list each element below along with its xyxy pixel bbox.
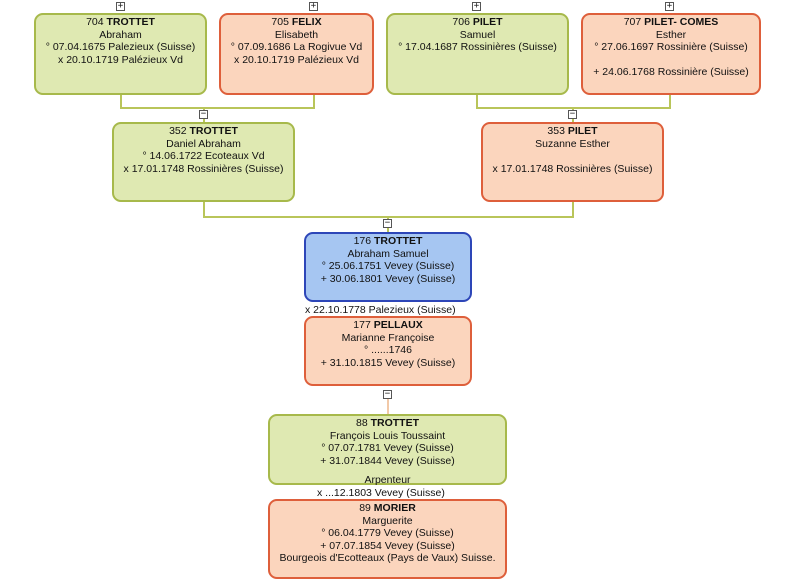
person-card-706[interactable]: 706 PILET Samuel ° 17.04.1687 Rossinière… xyxy=(386,13,569,95)
person-given-name: Abraham xyxy=(99,28,142,41)
marriage-line: x 17.01.1748 Rossinières (Suisse) xyxy=(123,162,284,175)
birth-line: ° 25.06.1751 Vevey (Suisse) xyxy=(321,260,455,272)
birth-line: ° 27.06.1697 Rossinière (Suisse) xyxy=(594,41,748,53)
person-number: 177 xyxy=(353,319,371,331)
death-line: + 30.06.1801 Vevey (Suisse) xyxy=(320,272,456,285)
birth-line: ° 06.04.1779 Vevey (Suisse) xyxy=(321,527,454,539)
person-card-704[interactable]: 704 TROTTET Abraham ° 07.04.1675 Palezie… xyxy=(34,13,207,95)
collapse-toggle-button[interactable]: − xyxy=(383,218,392,228)
blank-line xyxy=(583,54,759,67)
connector-line xyxy=(476,94,478,109)
person-given-name: Samuel xyxy=(459,28,496,41)
person-number: 88 xyxy=(355,417,368,429)
connector-line xyxy=(387,399,389,415)
person-surname: TROTTET xyxy=(189,125,238,137)
death-line: + 07.07.1854 Vevey (Suisse) xyxy=(320,539,455,552)
person-given-name: Marianne Françoise xyxy=(341,331,435,344)
collapse-toggle-button[interactable]: − xyxy=(199,109,208,119)
person-given-name: Esther xyxy=(655,28,687,41)
blank-line xyxy=(388,54,567,67)
death-line: + 24.06.1768 Rossinière (Suisse) xyxy=(593,66,749,78)
connector-line xyxy=(120,107,315,109)
expand-toggle-button[interactable]: + xyxy=(472,1,481,11)
person-card-705[interactable]: 705 FELIX Elisabeth ° 07.09.1686 La Rogi… xyxy=(219,13,374,95)
person-surname: PILET xyxy=(472,16,503,28)
person-number: 352 xyxy=(169,125,187,137)
person-surname: TROTTET xyxy=(106,16,155,28)
marriage-line: x 20.10.1719 Palézieux Vd xyxy=(234,53,359,66)
person-surname: PILET xyxy=(567,125,598,137)
death-line: + 31.10.1815 Vevey (Suisse) xyxy=(320,356,456,369)
occupation-text: Arpenteur xyxy=(364,474,411,486)
person-given-name: Daniel Abraham xyxy=(166,137,241,150)
connector-line xyxy=(203,200,205,218)
person-card-352[interactable]: 352 TROTTET Daniel Abraham ° 14.06.1722 … xyxy=(112,122,295,202)
person-given-name: Suzanne Esther xyxy=(535,137,610,150)
person-number: 353 xyxy=(547,125,565,137)
birth-line: ° 14.06.1722 Ecoteaux Vd xyxy=(142,150,265,162)
marriage-text: x 22.10.1778 Palezieux (Suisse) xyxy=(305,304,456,316)
expand-toggle-button[interactable]: + xyxy=(665,1,674,11)
connector-line xyxy=(669,94,671,109)
person-card-88[interactable]: 88 TROTTET François Louis Toussaint ° 07… xyxy=(268,414,507,485)
birth-line: ° 07.04.1675 Palezieux (Suisse) xyxy=(45,41,196,53)
expand-toggle-button[interactable]: + xyxy=(309,1,318,11)
person-card-707[interactable]: 707 PILET- COMES Esther ° 27.06.1697 Ros… xyxy=(581,13,761,95)
person-given-name: François Louis Toussaint xyxy=(329,429,446,442)
blank-line xyxy=(483,150,662,163)
person-card-89[interactable]: 89 MORIER Marguerite ° 06.04.1779 Vevey … xyxy=(268,499,507,579)
birth-line: ° 07.07.1781 Vevey (Suisse) xyxy=(321,442,454,454)
person-number: 176 xyxy=(353,235,372,247)
birth-line: ° ......1746 xyxy=(364,344,412,356)
person-surname: PELLAUX xyxy=(373,319,423,331)
person-number: 89 xyxy=(359,502,371,514)
person-card-177[interactable]: 177 PELLAUX Marianne Françoise ° ......1… xyxy=(304,316,472,386)
person-number: 707 xyxy=(623,16,642,28)
person-surname: FELIX xyxy=(291,16,322,28)
connector-line xyxy=(120,94,122,109)
person-surname: MORIER xyxy=(373,502,416,514)
person-card-176-selected[interactable]: 176 TROTTET Abraham Samuel ° 25.06.1751 … xyxy=(304,232,472,302)
marriage-line: x 17.01.1748 Rossinières (Suisse) xyxy=(492,162,653,175)
person-given-name: Abraham Samuel xyxy=(347,247,429,260)
birth-line: ° 17.04.1687 Rossinières (Suisse) xyxy=(398,41,557,53)
person-surname: PILET- COMES xyxy=(644,16,719,28)
person-surname: TROTTET xyxy=(370,417,420,429)
person-given-name: Elisabeth xyxy=(274,28,319,41)
connector-line xyxy=(572,200,574,218)
expand-toggle-button[interactable]: + xyxy=(116,1,125,11)
marriage-text: x ...12.1803 Vevey (Suisse) xyxy=(317,487,445,499)
connector-line xyxy=(313,94,315,109)
person-given-name: Marguerite xyxy=(362,514,413,527)
person-number: 706 xyxy=(452,16,470,28)
person-number: 704 xyxy=(86,16,104,28)
marriage-line: x 20.10.1719 Palézieux Vd xyxy=(58,53,183,66)
death-line: + 31.07.1844 Vevey (Suisse) xyxy=(320,454,455,467)
person-number: 705 xyxy=(271,16,289,28)
person-surname: TROTTET xyxy=(374,235,423,247)
person-card-353[interactable]: 353 PILET Suzanne Esther x 17.01.1748 Ro… xyxy=(481,122,664,202)
birth-line: ° 07.09.1686 La Rogivue Vd xyxy=(230,41,363,53)
collapse-toggle-button[interactable]: − xyxy=(383,389,392,399)
collapse-toggle-button[interactable]: − xyxy=(568,109,577,119)
note-line: Bourgeois d'Ecotteaux (Pays de Vaux) Sui… xyxy=(279,552,496,564)
